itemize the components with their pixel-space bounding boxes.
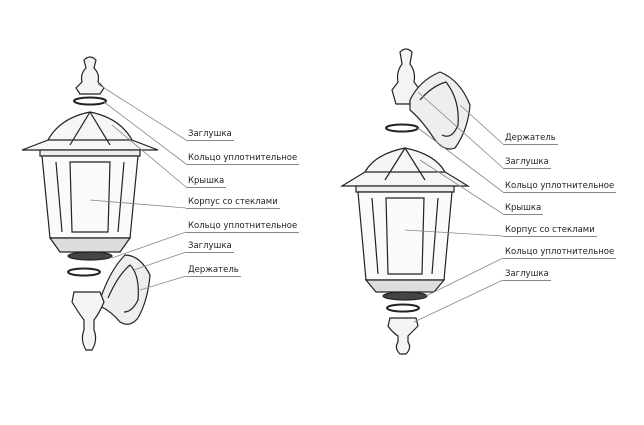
right-top-ring [385, 123, 419, 133]
left-lamp [21, 56, 187, 351]
right-label-seal-ring-top: Кольцо уплотнительное [503, 181, 617, 193]
right-label-holder: Держатель [503, 133, 558, 145]
left-roof [21, 111, 159, 151]
left-label-holder: Держатель [186, 265, 241, 277]
right-label-cap-bottom: Заглушка [503, 269, 551, 281]
left-bottom-ring [67, 267, 101, 277]
left-label-body: Корпус со стеклами [186, 197, 280, 209]
left-label-cap-bottom: Заглушка [186, 241, 234, 253]
right-label-seal-ring-bottom: Кольцо уплотнительное [503, 247, 617, 259]
left-label-seal-ring-top: Кольцо уплотнительное [186, 153, 300, 165]
right-roof [339, 147, 471, 187]
left-label-seal-ring-bottom: Кольцо уплотнительное [186, 221, 300, 233]
left-top-ring [73, 96, 107, 106]
left-label-roof: Крышка [186, 176, 227, 188]
left-holder [99, 254, 151, 325]
right-holder [409, 71, 471, 150]
right-label-roof: Крышка [503, 203, 544, 215]
left-bottom-cap [71, 291, 105, 351]
right-bottom-ring [386, 303, 420, 313]
right-lamp [339, 48, 504, 355]
right-top-cap [391, 48, 421, 105]
right-body [357, 191, 453, 281]
right-label-body: Корпус со стеклами [503, 225, 597, 237]
left-label-cap-top: Заглушка [186, 129, 234, 141]
left-body [41, 155, 139, 239]
right-label-cap-top: Заглушка [503, 157, 551, 169]
left-top-cap [75, 56, 105, 95]
right-bottom-cap [387, 317, 419, 355]
